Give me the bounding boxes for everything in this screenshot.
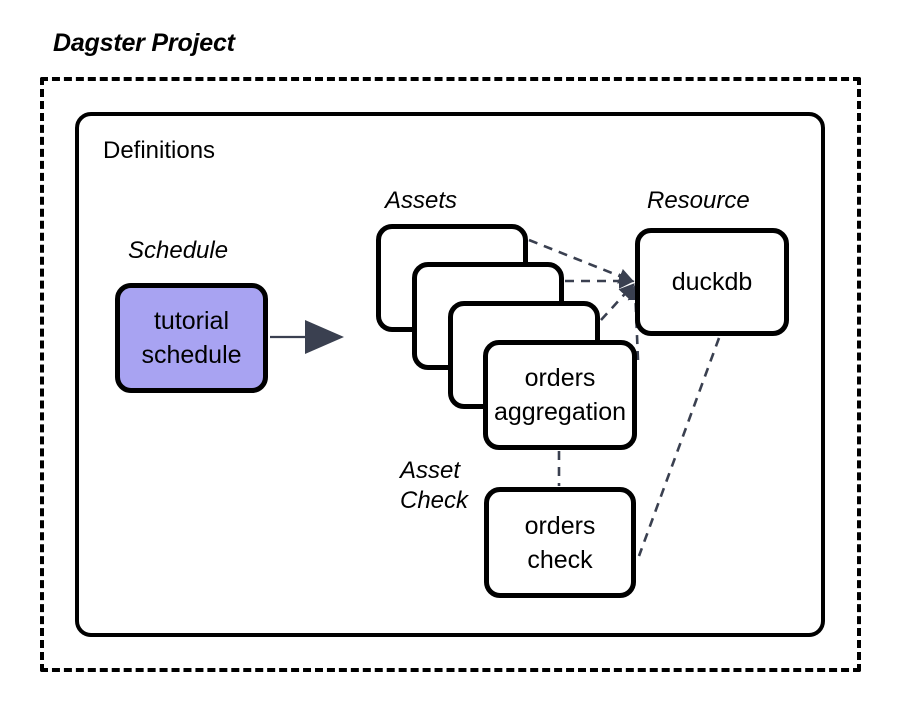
asset-check-node-label-line2: check: [527, 545, 593, 574]
resource-node-duckdb[interactable]: duckdb: [635, 228, 789, 336]
section-label-schedule: Schedule: [128, 237, 229, 264]
asset-node-label-line1: orders: [524, 364, 596, 392]
project-title: Dagster Project: [53, 29, 235, 57]
definitions-label: Definitions: [103, 137, 216, 164]
project-boundary: [40, 77, 861, 672]
section-label-asset-check-line1: Asset: [400, 457, 461, 484]
section-label-resource: Resource: [647, 187, 750, 214]
definitions-container: [75, 112, 825, 637]
asset-check-node-orders-check[interactable]: orders check: [484, 487, 636, 598]
section-label-asset-check-line2: Check: [400, 487, 469, 515]
schedule-node-tutorial-schedule[interactable]: tutorial schedule: [115, 283, 268, 393]
section-label-assets: Assets: [385, 187, 458, 214]
asset-check-node-label-line1: orders: [524, 511, 596, 540]
section-label-asset-check: Asset Check: [400, 456, 468, 516]
schedule-node-label-line2: schedule: [141, 341, 242, 369]
resource-node-label: duckdb: [671, 268, 753, 296]
schedule-node-label-line1: tutorial: [153, 307, 230, 335]
asset-node-orders-aggregation[interactable]: orders aggregation: [483, 340, 637, 450]
asset-node-label-line2: aggregation: [493, 398, 627, 426]
